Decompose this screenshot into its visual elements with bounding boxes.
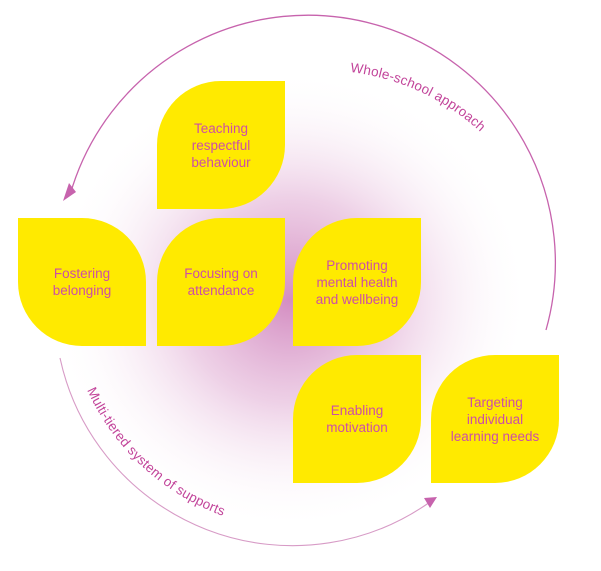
tile-enabling: Enabling motivation — [293, 355, 421, 483]
tile-fostering: Fostering belonging — [18, 218, 146, 346]
tile-attendance-label: Focusing on attendance — [184, 266, 258, 298]
tile-fostering-label: Fostering belonging — [52, 266, 112, 298]
tile-attendance: Focusing on attendance — [157, 218, 285, 346]
tile-targeting-label: Targeting individual learning needs — [450, 394, 540, 444]
tile-targeting: Targeting individual learning needs — [431, 355, 559, 483]
tile-teaching: Teaching respectful behaviour — [157, 81, 285, 209]
inner-arc — [59, 357, 431, 547]
tile-promoting: Promoting mental health and wellbeing — [293, 218, 421, 346]
outer-arc-arrowhead — [63, 183, 76, 201]
inner-arc-arrowhead — [424, 497, 437, 508]
tile-teaching-label: Teaching respectful behaviour — [191, 120, 251, 170]
tile-enabling-label: Enabling motivation — [326, 403, 388, 435]
tile-promoting-label: Promoting mental health and wellbeing — [315, 257, 399, 307]
outer-arc — [69, 14, 557, 331]
